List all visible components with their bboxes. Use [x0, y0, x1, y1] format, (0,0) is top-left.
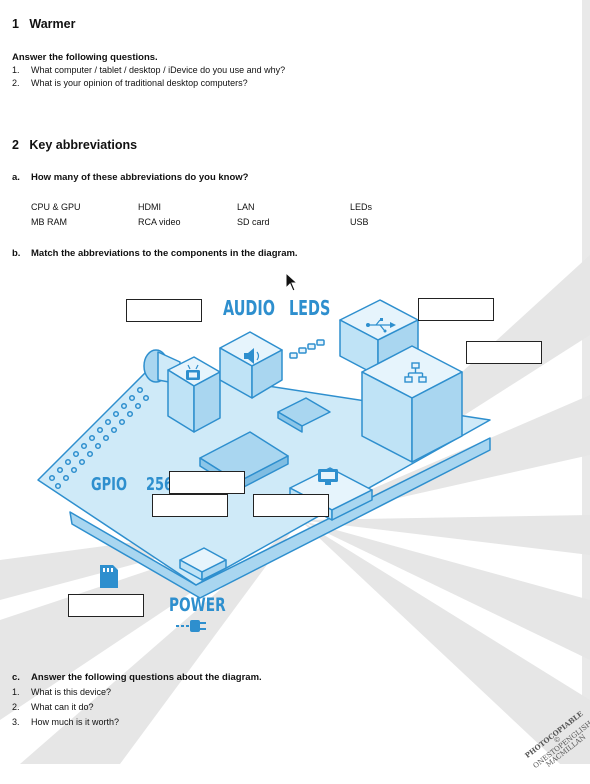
abbr-hdmi: HDMI [138, 202, 161, 212]
answer-box-ram[interactable] [169, 471, 245, 494]
monitor-icon [318, 469, 338, 485]
abbr-rca-video: RCA video [138, 217, 181, 227]
section1-question-1: 1.What computer / tablet / desktop / iDe… [12, 65, 286, 75]
answer-box-sd-card[interactable] [68, 594, 144, 617]
section2-title: Key abbreviations [29, 138, 138, 152]
lan-box [361, 345, 463, 463]
section2-heading: 2 Key abbreviations [12, 138, 137, 152]
section2-number: 2 [12, 138, 19, 152]
gpio-label: GPIO [91, 474, 127, 495]
network-icon [404, 362, 427, 383]
mouse-cursor-icon [285, 272, 299, 292]
part-a-instruction: a.How many of these abbreviations do you… [12, 172, 249, 183]
answer-box-rca-video[interactable] [126, 299, 202, 322]
tv-icon [186, 364, 200, 380]
abbr-sd-card: SD card [237, 217, 270, 227]
raspberry-pi-diagram [37, 299, 491, 632]
small-chip [277, 397, 331, 433]
part-b-instruction: b.Match the abbreviations to the compone… [12, 248, 298, 259]
abbr-lan: LAN [237, 202, 255, 212]
section1-question-2: 2.What is your opinion of traditional de… [12, 78, 248, 88]
leds [289, 339, 325, 359]
power-connector [179, 547, 227, 581]
answer-box-usb[interactable] [418, 298, 494, 321]
answer-box-lan[interactable] [466, 341, 542, 364]
rca-video-box [167, 356, 221, 433]
abbr-usb: USB [350, 217, 369, 227]
audio-box [219, 331, 283, 399]
speaker-icon [244, 348, 260, 364]
usb-icon [366, 318, 396, 333]
part-c-question-3: 3.How much is it worth? [12, 717, 120, 727]
audio-label: AUDIO [223, 296, 275, 320]
sd-card-icon [100, 565, 118, 588]
part-c-question-2: 2.What can it do? [12, 702, 94, 712]
leds-label: LEDS [289, 296, 331, 320]
abbr-mb-ram: MB RAM [31, 217, 67, 227]
gpio-pins [48, 386, 150, 490]
part-c-question-1: 1.What is this device? [12, 687, 112, 697]
page-edge [582, 0, 590, 764]
section1-title: Warmer [29, 17, 76, 31]
section1-heading: 1 Warmer [12, 17, 75, 31]
abbr-leds: LEDs [350, 202, 373, 212]
abbr-cpu-gpu: CPU & GPU [31, 202, 81, 212]
power-plug-icon [176, 620, 206, 632]
section1-instruction: Answer the following questions. [12, 52, 158, 63]
power-label: POWER [169, 594, 226, 616]
section1-number: 1 [12, 17, 19, 31]
answer-box-cpu-gpu[interactable] [152, 494, 228, 517]
ram-label: 256 [146, 474, 174, 495]
part-c-instruction: c.Answer the following questions about t… [12, 672, 262, 683]
answer-box-hdmi[interactable] [253, 494, 329, 517]
